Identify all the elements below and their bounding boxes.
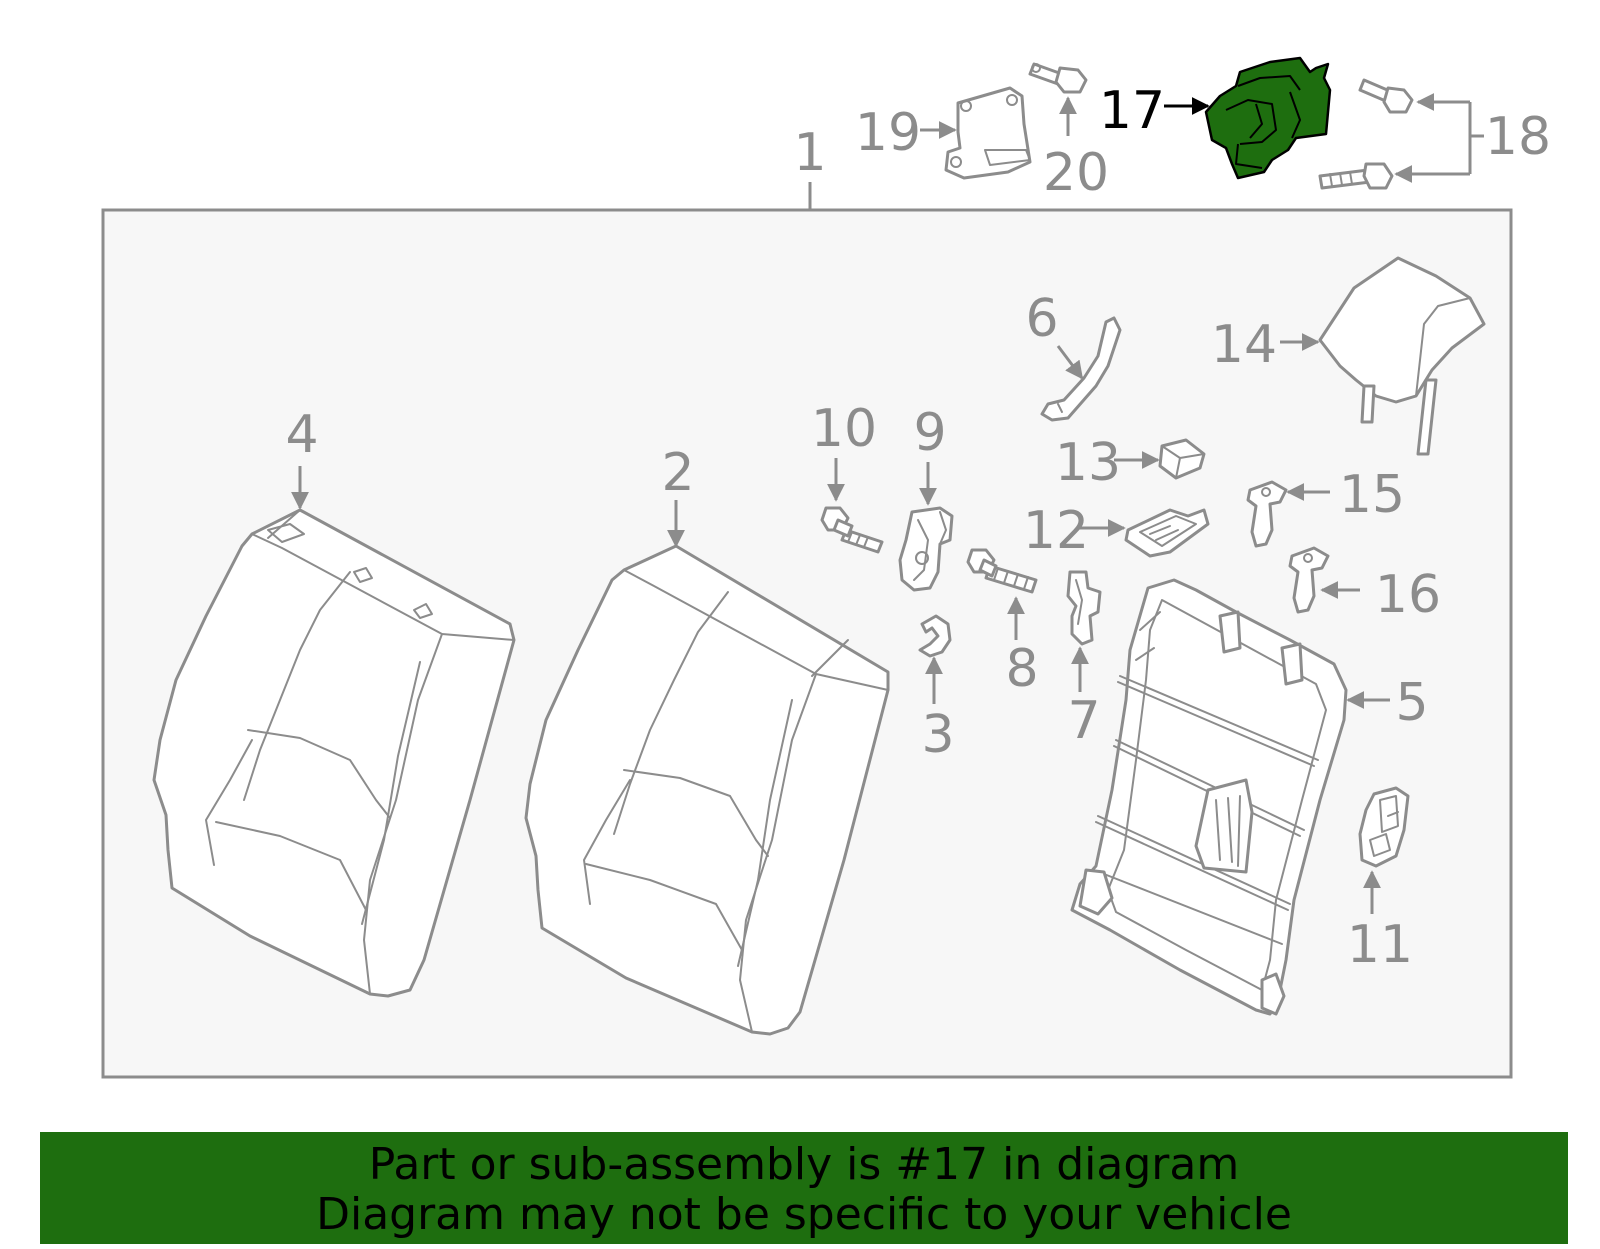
callout-1: 1 — [793, 123, 826, 183]
banner-line-1: Part or sub-assembly is #17 in diagram — [368, 1139, 1240, 1190]
callout-19: 19 — [855, 103, 921, 163]
bracket-part-9[interactable] — [898, 506, 954, 592]
bolt-part-8[interactable] — [966, 548, 1038, 594]
latch-part-7[interactable] — [1066, 570, 1102, 646]
callout-2: 2 — [661, 443, 694, 503]
block-part-13[interactable] — [1158, 438, 1206, 480]
callout-5: 5 — [1395, 673, 1428, 733]
callout-6: 6 — [1025, 289, 1058, 349]
bracket-part-19[interactable] — [944, 86, 1032, 180]
highlighted-part-17[interactable] — [1204, 56, 1332, 180]
banner-line-2: Diagram may not be specific to your vehi… — [316, 1189, 1292, 1240]
callout-8: 8 — [1005, 639, 1038, 699]
clip-part-3[interactable] — [918, 614, 952, 658]
bolt-part-18-upper[interactable] — [1358, 78, 1414, 114]
callout-15: 15 — [1339, 465, 1405, 525]
info-banner: Part or sub-assembly is #17 in diagram D… — [40, 1132, 1568, 1244]
switch-part-11[interactable] — [1358, 786, 1410, 868]
bolt-part-10[interactable] — [820, 506, 884, 554]
callout-12: 12 — [1023, 501, 1089, 561]
callout-16: 16 — [1375, 565, 1441, 625]
seat-back-frame-part-5[interactable] — [1070, 578, 1348, 1016]
callout-13: 13 — [1055, 433, 1121, 493]
callout-14: 14 — [1211, 315, 1277, 375]
callout-17: 17 — [1099, 81, 1165, 141]
seat-back-cover-part-4[interactable] — [152, 508, 516, 998]
bolt-part-20[interactable] — [1028, 62, 1088, 94]
callout-9: 9 — [913, 403, 946, 463]
wire-part-6[interactable] — [1040, 316, 1122, 422]
callout-20: 20 — [1043, 143, 1109, 203]
callout-3: 3 — [921, 705, 954, 765]
guide-part-16[interactable] — [1288, 546, 1330, 614]
guide-part-15[interactable] — [1246, 480, 1288, 548]
seat-back-cover-part-2[interactable] — [524, 544, 890, 1036]
headrest-part-14[interactable] — [1318, 256, 1486, 456]
callout-4: 4 — [285, 405, 318, 465]
bolt-part-18-lower[interactable] — [1318, 162, 1394, 190]
callout-7: 7 — [1067, 691, 1100, 751]
callout-10: 10 — [811, 399, 877, 459]
callout-11: 11 — [1347, 915, 1413, 975]
callout-18: 18 — [1485, 107, 1551, 167]
bezel-part-12[interactable] — [1124, 508, 1210, 558]
